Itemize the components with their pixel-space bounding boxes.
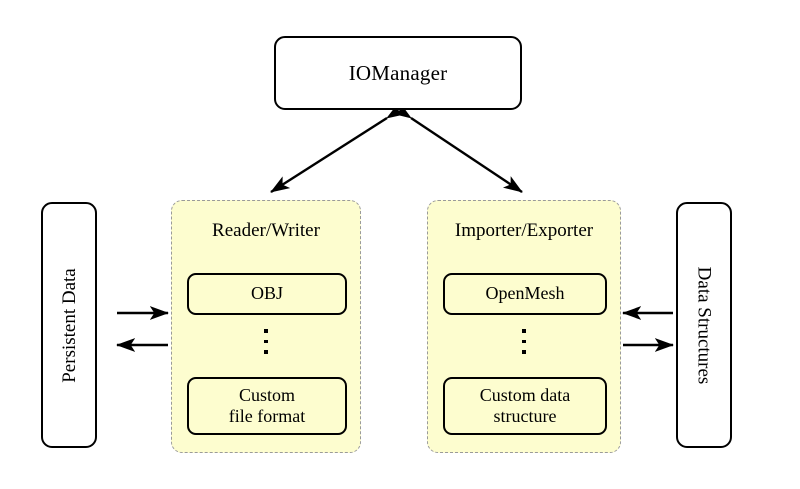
item-openmesh-label: OpenMesh: [485, 283, 565, 304]
item-custom-file-format-label: Custom file format: [228, 384, 306, 426]
node-data-structures[interactable]: Data Structures: [676, 202, 732, 448]
node-iomanager-label: IOManager: [348, 60, 448, 85]
node-persistent-data-label: Persistent Data: [58, 267, 80, 383]
group-reader-writer[interactable]: Reader/Writer OBJ Custom file format: [171, 200, 361, 453]
item-openmesh[interactable]: OpenMesh: [443, 273, 607, 315]
node-persistent-data[interactable]: Persistent Data: [41, 202, 97, 448]
node-data-structures-label: Data Structures: [693, 266, 715, 384]
group-importer-exporter[interactable]: Importer/Exporter OpenMesh Custom data s…: [427, 200, 621, 453]
vertical-ellipsis-icon: [172, 329, 360, 354]
group-reader-writer-title: Reader/Writer: [212, 220, 320, 241]
item-custom-data-structure-label: Custom data structure: [479, 384, 571, 426]
item-custom-file-format[interactable]: Custom file format: [187, 377, 347, 435]
item-custom-data-structure[interactable]: Custom data structure: [443, 377, 607, 435]
group-importer-exporter-title: Importer/Exporter: [454, 220, 594, 241]
item-obj-label: OBJ: [250, 283, 283, 304]
arrow-manager-reader: [270, 102, 407, 194]
arrow-manager-importer: [391, 102, 523, 193]
item-obj[interactable]: OBJ: [187, 273, 347, 315]
vertical-ellipsis-icon: [428, 329, 620, 354]
node-iomanager[interactable]: IOManager: [274, 36, 522, 110]
